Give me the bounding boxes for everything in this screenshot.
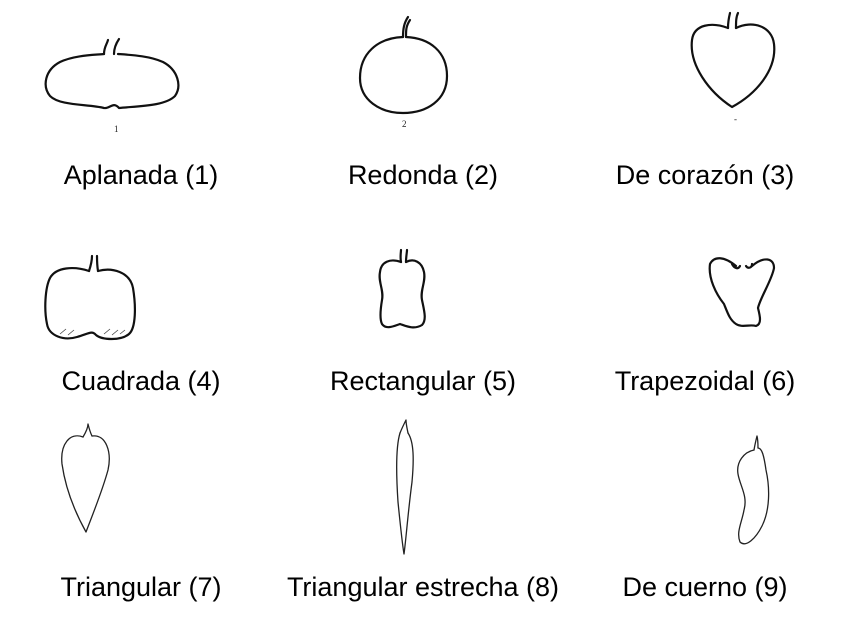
shape-cell-triangular: Triangular (7) bbox=[0, 412, 282, 618]
shape-label-horn: De cuerno (9) bbox=[622, 572, 788, 602]
rectangular-fruit-drawing bbox=[282, 206, 564, 356]
shape-cell-round: 2 Redonda (2) bbox=[282, 0, 564, 206]
shape-cell-trapezoidal: Trapezoidal (6) bbox=[564, 206, 846, 412]
shape-cell-horn: De cuerno (9) bbox=[564, 412, 846, 618]
shape-label-flattened: Aplanada (1) bbox=[63, 160, 219, 190]
square-fruit-drawing bbox=[0, 206, 282, 356]
svg-text:1: 1 bbox=[114, 124, 119, 134]
shape-label-heart: De corazón (3) bbox=[615, 160, 795, 190]
heart-fruit-drawing: - bbox=[564, 0, 846, 150]
svg-text:-: - bbox=[734, 114, 737, 124]
round-fruit-drawing: 2 bbox=[282, 0, 564, 150]
flattened-fruit-drawing: 1 bbox=[0, 0, 282, 150]
shape-label-trapezoidal: Trapezoidal (6) bbox=[614, 366, 796, 396]
trapezoidal-fruit-drawing bbox=[564, 206, 846, 356]
svg-text:2: 2 bbox=[402, 119, 407, 129]
shape-label-round: Redonda (2) bbox=[347, 160, 499, 190]
shape-cell-narrow-triangular: Triangular estrecha (8) bbox=[282, 412, 564, 618]
shape-label-narrow-triangular: Triangular estrecha (8) bbox=[286, 572, 560, 602]
shape-cell-heart: - De corazón (3) bbox=[564, 0, 846, 206]
shape-label-triangular: Triangular (7) bbox=[60, 572, 222, 602]
shape-cell-flattened: 1 Aplanada (1) bbox=[0, 0, 282, 206]
shape-cell-square: Cuadrada (4) bbox=[0, 206, 282, 412]
narrow-triangular-fruit-drawing bbox=[282, 412, 564, 562]
triangular-fruit-drawing bbox=[0, 412, 282, 562]
horn-fruit-drawing bbox=[564, 412, 846, 562]
shape-label-square: Cuadrada (4) bbox=[61, 366, 221, 396]
shape-cell-rectangular: Rectangular (5) bbox=[282, 206, 564, 412]
shape-label-rectangular: Rectangular (5) bbox=[329, 366, 517, 396]
